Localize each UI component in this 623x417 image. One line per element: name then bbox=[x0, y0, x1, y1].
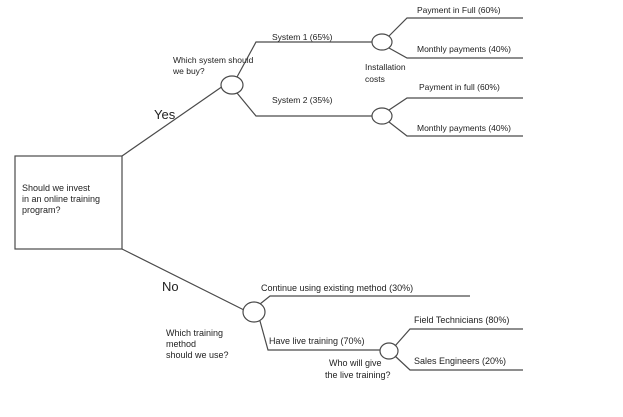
system2-label: System 2 (35%) bbox=[272, 95, 333, 105]
system1-payment-node bbox=[371, 33, 393, 51]
no-branch-label: No bbox=[162, 279, 179, 294]
installation-costs-line-1: Installation bbox=[365, 62, 406, 72]
live-training-line bbox=[259, 320, 381, 351]
root-question-line-1: Should we invest bbox=[22, 183, 91, 193]
field-technicians-label: Field Technicians (80%) bbox=[414, 315, 509, 325]
system2-payment-node bbox=[371, 107, 393, 125]
existing-method-line bbox=[259, 295, 470, 305]
training-method-node bbox=[242, 301, 266, 323]
system1-branch-line bbox=[236, 41, 372, 78]
sales-engineers-label: Sales Engineers (20%) bbox=[414, 356, 506, 366]
system2-option1-label: Payment in full (60%) bbox=[419, 82, 500, 92]
live-trainer-node bbox=[379, 342, 399, 360]
system1-option2-line bbox=[388, 47, 523, 59]
training-question-line-3: should we use? bbox=[166, 350, 229, 360]
system2-option1-line bbox=[388, 97, 523, 111]
root-decision-box bbox=[14, 155, 123, 250]
system-choice-node bbox=[220, 75, 244, 95]
field-technicians-line bbox=[394, 328, 523, 347]
live-training-label: Have live training (70%) bbox=[269, 336, 365, 346]
yes-branch-line bbox=[121, 85, 224, 157]
existing-method-label: Continue using existing method (30%) bbox=[261, 283, 413, 293]
system2-option2-label: Monthly payments (40%) bbox=[417, 123, 511, 133]
root-question-line-2: in an online training bbox=[22, 194, 100, 204]
system1-option1-line bbox=[388, 17, 523, 37]
root-question-line-3: program? bbox=[22, 205, 61, 215]
system-question-line-1: Which system should bbox=[173, 55, 254, 65]
trainer-question-line-2: the live training? bbox=[325, 370, 391, 380]
training-question-line-1: Which training bbox=[166, 328, 223, 338]
system1-option2-label: Monthly payments (40%) bbox=[417, 44, 511, 54]
sales-engineers-line bbox=[394, 355, 523, 371]
installation-costs-line-2: costs bbox=[365, 74, 385, 84]
system1-option1-label: Payment in Full (60%) bbox=[417, 5, 501, 15]
system2-option2-line bbox=[388, 121, 523, 137]
system1-label: System 1 (65%) bbox=[272, 32, 333, 42]
no-branch-line bbox=[121, 248, 245, 311]
trainer-question-line-1: Who will give bbox=[329, 358, 382, 368]
system2-branch-line bbox=[236, 92, 372, 117]
system-question-line-2: we buy? bbox=[172, 66, 205, 76]
yes-branch-label: Yes bbox=[154, 107, 176, 122]
training-question-line-2: method bbox=[166, 339, 196, 349]
